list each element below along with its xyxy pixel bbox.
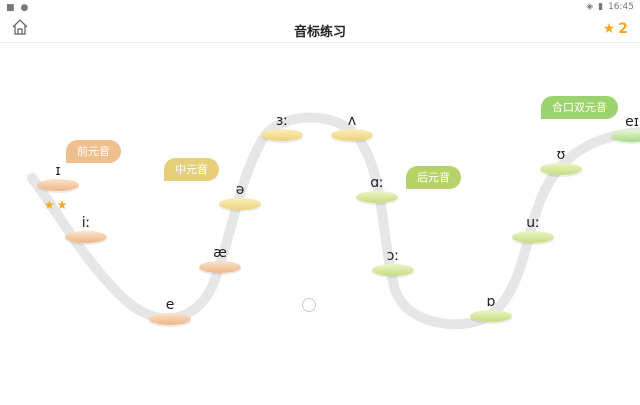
status-bar: ■ ● ◈ ▮ 16:45	[0, 0, 640, 16]
home-icon	[12, 19, 28, 35]
category-label: 前元音	[66, 140, 121, 163]
phoneme-symbol[interactable]: æ	[213, 245, 227, 261]
header: 音标练习 ★2	[0, 16, 640, 43]
phoneme-node[interactable]	[199, 261, 241, 273]
phoneme-symbol[interactable]: ɔː	[386, 248, 400, 264]
phoneme-symbol[interactable]: iː	[81, 215, 91, 231]
page-title: 音标练习	[293, 25, 346, 40]
phoneme-node[interactable]	[356, 191, 398, 203]
phoneme-node[interactable]	[65, 231, 107, 243]
phoneme-node[interactable]	[470, 310, 512, 322]
home-button[interactable]	[11, 19, 29, 39]
phoneme-symbol[interactable]: e	[165, 297, 175, 313]
category-label: 后元音	[406, 166, 461, 189]
category-label: 中元音	[164, 158, 219, 181]
phoneme-symbol[interactable]: uː	[526, 215, 540, 231]
category-label: 合口双元音	[541, 96, 618, 119]
star-count: 2	[618, 21, 628, 37]
phoneme-symbol[interactable]: ʊ	[556, 147, 566, 163]
camera-icon: ■	[6, 3, 15, 13]
phoneme-symbol[interactable]: eɪ	[625, 114, 639, 130]
phoneme-node[interactable]	[37, 179, 79, 191]
phoneme-symbol[interactable]: ɪ	[55, 163, 61, 179]
phoneme-symbol[interactable]: ɑː	[370, 175, 384, 191]
phoneme-node[interactable]	[149, 313, 191, 325]
phoneme-node[interactable]	[611, 130, 640, 142]
wifi-icon: ◈	[586, 2, 594, 12]
clock: 16:45	[608, 2, 634, 12]
earned-stars: ★★	[44, 198, 70, 212]
phoneme-symbol[interactable]: ɜː	[275, 113, 289, 129]
phoneme-symbol[interactable]: ə	[235, 182, 245, 198]
phoneme-symbol[interactable]: ʌ	[347, 113, 357, 129]
phoneme-symbol[interactable]: ɒ	[486, 294, 496, 310]
phoneme-node[interactable]	[372, 264, 414, 276]
phoneme-node[interactable]	[261, 129, 303, 141]
phoneme-node[interactable]	[219, 198, 261, 210]
notification-icon: ●	[20, 3, 29, 13]
star-counter: ★2	[603, 21, 628, 37]
phoneme-node[interactable]	[512, 231, 554, 243]
phoneme-node[interactable]	[331, 129, 373, 141]
phoneme-node[interactable]	[540, 163, 582, 175]
star-icon: ★	[602, 21, 616, 37]
scroll-indicator[interactable]	[302, 298, 316, 312]
battery-icon: ▮	[598, 2, 604, 12]
